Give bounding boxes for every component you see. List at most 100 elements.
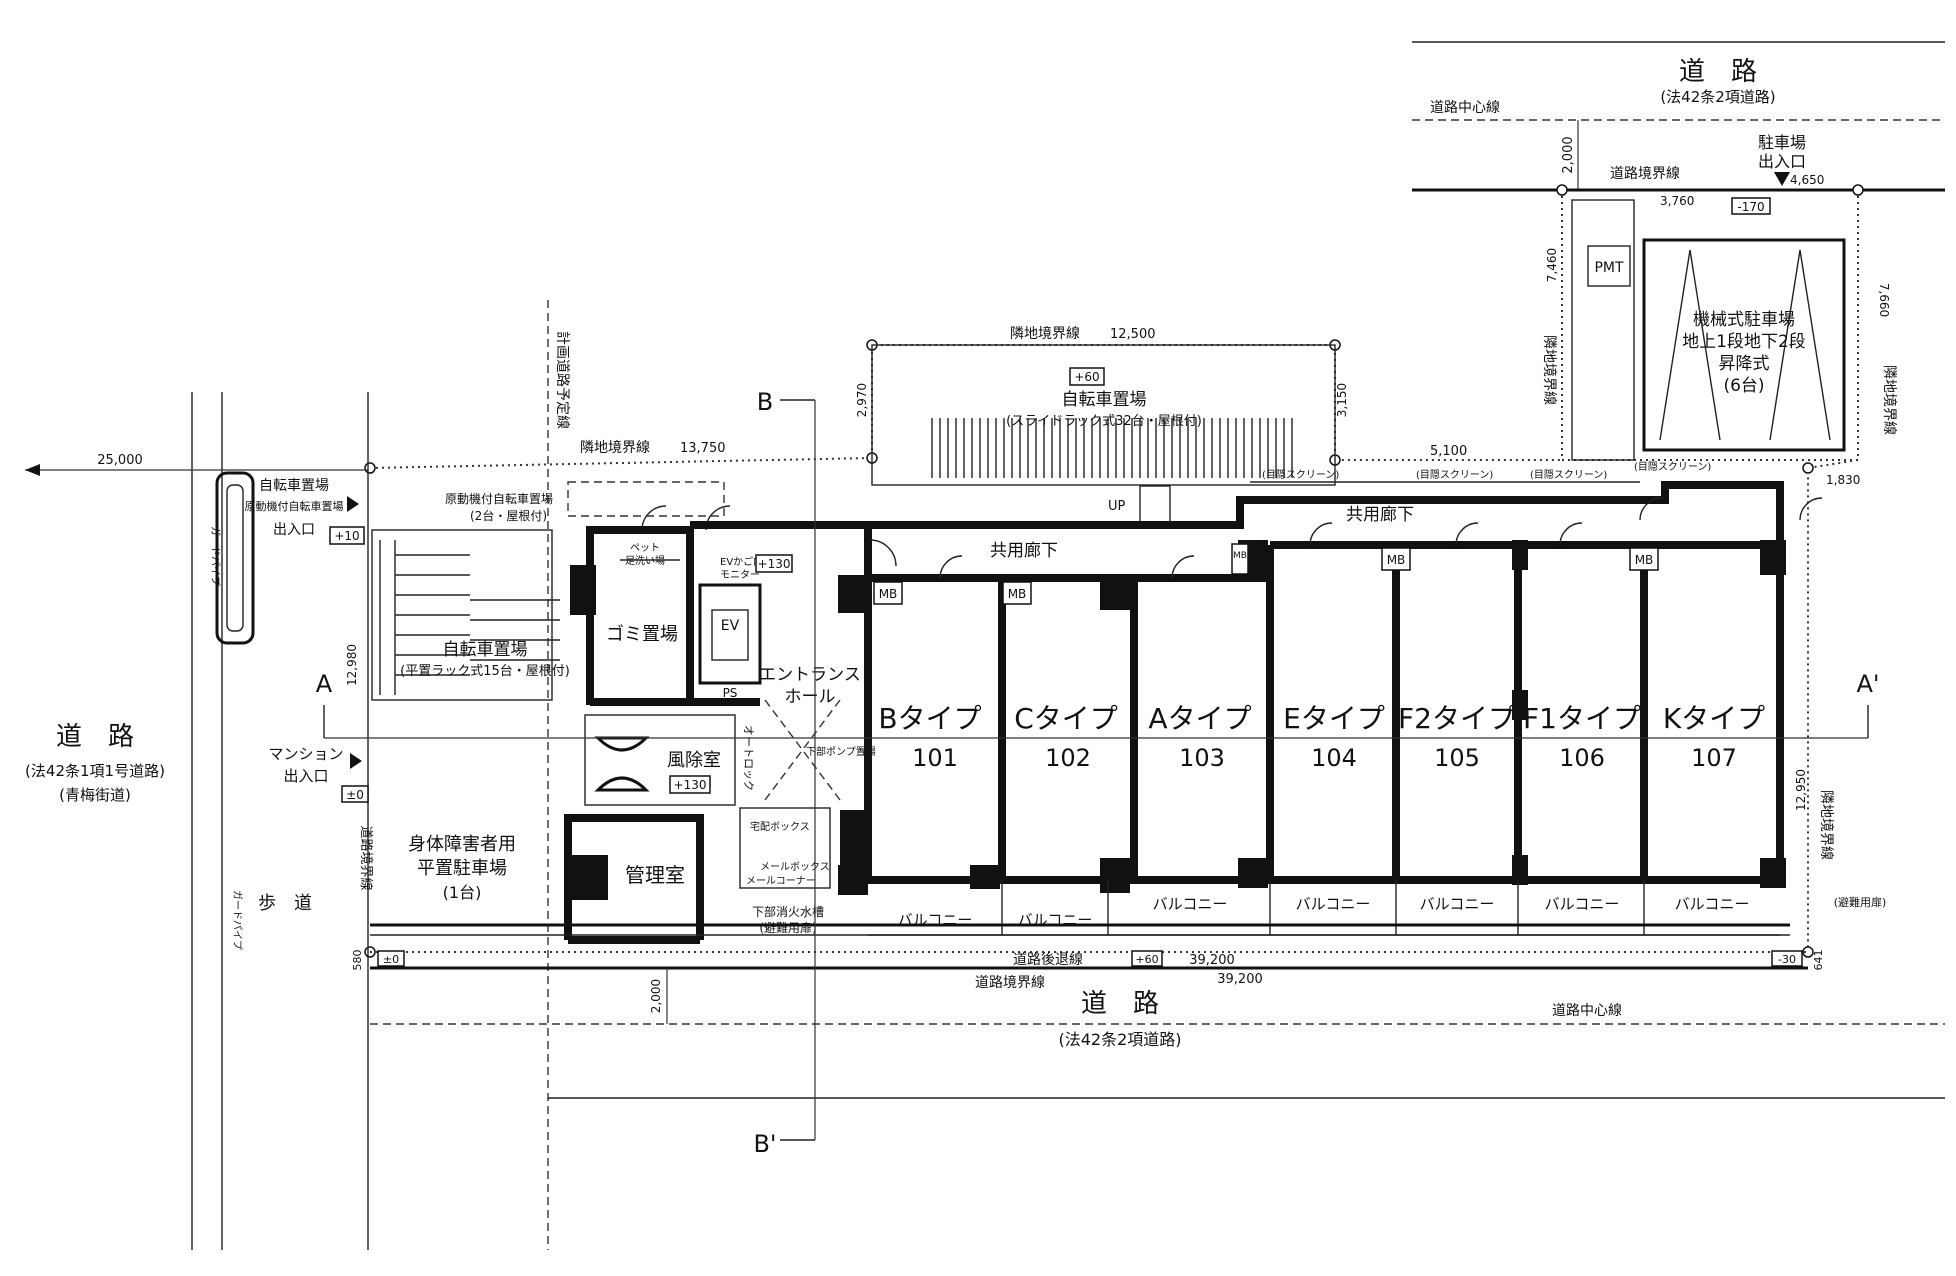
- mechanical-parking-l2: 地上1段地下2段: [1682, 332, 1806, 352]
- ev-monitor-l1: EVかご内: [720, 555, 763, 568]
- column: [970, 865, 1000, 889]
- left-road-boundary-label: 道路境界線: [358, 825, 374, 890]
- unit-type: Cタイプ: [1014, 702, 1118, 735]
- west-neighbor-label: 隣地境界線: [580, 440, 650, 456]
- unit-number: 102: [1045, 744, 1091, 772]
- setback-level-box: [377, 950, 405, 967]
- dim-2970: 2,970: [855, 383, 869, 417]
- left-road-law: (法42条1項1号道路): [25, 762, 165, 780]
- left-road-name: 道 路: [56, 722, 134, 752]
- dim-39200-a: 39,200: [1189, 953, 1235, 968]
- ev-monitor-l2: モニター: [720, 569, 760, 581]
- fire-tank-l1: 下部消火水槽: [752, 904, 824, 919]
- lower-bike-detail: (平置ラック式15台・屋根付): [400, 664, 570, 679]
- top-road-dim-2000: 2,000: [1561, 136, 1576, 173]
- upper-bike-detail: (スライドラック式32台・屋根付): [1006, 414, 1202, 429]
- site-boundary-east: [1807, 459, 1859, 952]
- parking-dim-7460: 7,460: [1545, 248, 1559, 282]
- dim-1830: 1,830: [1826, 473, 1860, 487]
- ps-label: PS: [723, 686, 738, 700]
- dim-13750: 13,750: [680, 441, 726, 456]
- parking-entrance: 出入口: [1758, 152, 1806, 171]
- column: [1760, 540, 1786, 575]
- dim-39200-b: 39,200: [1217, 972, 1263, 987]
- column: [1512, 540, 1528, 570]
- mb-box: [1231, 543, 1249, 575]
- bottom-road-center-label: 道路中心線: [1552, 1003, 1622, 1019]
- screen-label-1: (目隠スクリーン): [1262, 469, 1339, 481]
- bike-entrance-arrow: [347, 496, 359, 512]
- guard-pipe-planter: [215, 471, 255, 645]
- bike-entrance-l1: 自転車置場: [259, 477, 329, 494]
- column: [568, 855, 608, 900]
- top-road-center-line-label: 道路中心線: [1430, 100, 1500, 116]
- setback-level-box-3: [1771, 950, 1803, 967]
- pmt-box: [1587, 245, 1631, 287]
- mechanical-parking-l3: 昇降式: [1719, 354, 1770, 374]
- bottom-road-law: (法42条2項道路): [1058, 1030, 1181, 1049]
- guard-pipe-inner: [226, 484, 244, 632]
- fire-tank-l2: (避難用扉): [759, 920, 816, 935]
- mb-box: [1629, 547, 1659, 571]
- bike-entrance-level: +10: [334, 529, 359, 543]
- setback-level: ±0: [383, 953, 399, 966]
- unit-type: Aタイプ: [1148, 702, 1251, 735]
- parking-level-box: [1731, 197, 1771, 215]
- parking-guide: [1689, 249, 1721, 441]
- vestibule-door: [594, 736, 650, 752]
- top-road-boundary-label: 道路境界線: [1610, 166, 1680, 182]
- dim-580: 580: [351, 950, 364, 971]
- moped-area-detail: (2台・屋根付): [470, 508, 547, 523]
- entrance-path: [764, 699, 841, 801]
- unit-type: Bタイプ: [878, 702, 981, 735]
- mb-label: MB: [1635, 553, 1654, 567]
- dim-641: 641: [1812, 950, 1825, 971]
- parking-dim-3760: 3,760: [1660, 194, 1694, 208]
- corridor-label-west: 共用廊下: [990, 541, 1058, 561]
- unit-number: 103: [1179, 744, 1225, 772]
- screen-label-3: (目隠スクリーン): [1530, 469, 1607, 481]
- mail-corner: [739, 807, 831, 889]
- bike-roof-outline: [567, 481, 725, 517]
- ev-level: +130: [758, 557, 791, 571]
- mechanical-parking: [1642, 238, 1846, 452]
- lower-bike-title: 自転車置場: [443, 640, 528, 660]
- vestibule-label: 風除室: [667, 750, 721, 771]
- mb-box: [1381, 547, 1411, 571]
- parking-dim-4650: 4,650: [1790, 173, 1824, 187]
- column: [840, 810, 866, 895]
- setback-level-2: +60: [1135, 953, 1158, 966]
- mansion-entrance-l2: 出入口: [283, 767, 328, 785]
- setback-level-3: -30: [1778, 953, 1796, 966]
- unit-number: 101: [912, 744, 958, 772]
- mechanical-parking-l1: 機械式駐車場: [1693, 310, 1795, 330]
- mail-box-label: メールボックス: [760, 861, 830, 873]
- evac-door-east: (避難用扉): [1834, 895, 1887, 909]
- vestibule-level-box: [669, 775, 711, 794]
- mb-label: MB: [1387, 553, 1406, 567]
- planned-road-label: 計画道路予定線: [554, 331, 570, 429]
- east-neighbor-label: 隣地境界線: [1818, 790, 1834, 860]
- left-road-street: (青梅街道): [59, 786, 131, 804]
- bike-entrance-level-box: [329, 526, 365, 545]
- bottom-road-name: 道 路: [1081, 989, 1159, 1019]
- section-b: B: [757, 388, 773, 416]
- parking-dim-7660: 7,660: [1877, 283, 1891, 317]
- mansion-entrance-arrow: [350, 753, 362, 769]
- bottom-road-dim-2000: 2,000: [649, 979, 663, 1013]
- entrance-hall-l1: エントランス: [759, 665, 861, 685]
- site-corner-marker: [1852, 184, 1864, 196]
- sidewalk-label: 歩 道: [258, 893, 312, 914]
- parking-guide: [1799, 249, 1831, 441]
- auto-lock-label: オートロック: [742, 725, 755, 791]
- parking-neighbor-left: 隣地境界線: [1541, 335, 1557, 405]
- unit-type: Eタイプ: [1283, 702, 1385, 735]
- column: [838, 575, 868, 613]
- parking-guide: [1769, 249, 1801, 441]
- unit-number: 105: [1434, 744, 1480, 772]
- disabled-parking-l3: (1台): [443, 883, 482, 902]
- guard-pipe-label-top: ガードパイプ: [209, 526, 221, 586]
- vestibule-door: [594, 776, 650, 792]
- setback-level-box-2: [1131, 950, 1163, 967]
